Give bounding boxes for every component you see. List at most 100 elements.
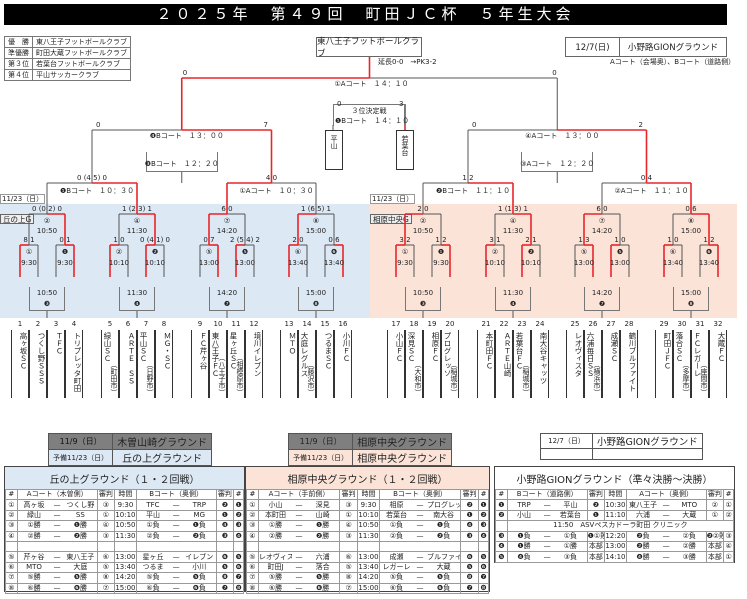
team-number: 11	[231, 320, 241, 328]
schedule-cell: ③	[96, 530, 116, 542]
team-number: 9	[197, 320, 203, 328]
team-name: プログレッソ	[443, 332, 452, 377]
schedule-header-cell: #	[478, 488, 489, 501]
schedule-cell: ⑥負	[379, 582, 414, 594]
schedule-header-cell: 時間	[114, 488, 137, 501]
schedule-cell: ❷	[460, 499, 480, 511]
schedule-cell: 15:00	[114, 582, 137, 594]
schedule-cell	[182, 540, 217, 553]
r1-match-time: 10:10	[520, 259, 542, 267]
team-cell: ＭＧ・ＳＣ	[155, 330, 173, 398]
r1-score: 1 2	[703, 236, 715, 244]
schedule-cell: —	[50, 551, 64, 563]
schedule-cell: ③負	[554, 551, 588, 563]
schedule-cell: 緑山	[17, 509, 51, 522]
third-place-title: ３位決定戦	[351, 107, 387, 115]
schedule-cell: TRP	[507, 499, 541, 511]
team-name: 小川ＦＣ	[342, 332, 351, 362]
team-number: 19	[427, 320, 437, 328]
team-city: （稲城市）	[450, 361, 458, 396]
schedule-cell: —	[169, 509, 183, 522]
schedule-cell: —	[540, 530, 554, 542]
schedule-cell: ❺	[233, 551, 244, 563]
team-cell: 若葉台ＦＣ（稲城市）	[513, 330, 531, 398]
qf-consolation-box	[145, 152, 218, 172]
team-number: 31	[695, 320, 705, 328]
r1-match-time: 10:10	[108, 259, 130, 267]
r1-score: 1 0	[667, 236, 679, 244]
schedule-cell: 本部	[586, 551, 606, 563]
schedule-cell: —	[50, 499, 64, 511]
schedule-cell: —	[413, 551, 427, 563]
r1-match-time: 13:40	[662, 259, 684, 267]
r1-score: 2 0	[292, 236, 304, 244]
schedule-cell: ②勝	[258, 530, 293, 542]
team-number: 22	[499, 320, 509, 328]
team-cell: 東八王子ＦＣ（八王子市）	[209, 330, 227, 398]
final-venue-ground: 小野路GIONグラウンド	[627, 43, 719, 53]
schedule-cell: ❹勝	[626, 551, 660, 563]
schedule-cell	[426, 540, 461, 553]
schedule-cell: ④	[246, 530, 259, 542]
schedule-cell: —	[413, 572, 427, 584]
team-city: （多摩市）	[682, 361, 690, 396]
schedule-cell: —	[540, 499, 554, 511]
qf-court-time: ❷Bコート １１：１０	[436, 187, 511, 195]
final-court-time: ①Aコート １４：１０	[334, 80, 409, 88]
schedule-cell: ブルファイト	[426, 551, 461, 563]
team-name: 境川イレブン	[253, 332, 262, 377]
schedule-cell: ③	[96, 499, 116, 511]
schedule-cell: ❷勝	[626, 540, 660, 553]
right-side-ground: 相原中央G	[370, 214, 412, 224]
schedule-cell: 高ヶ坂	[17, 499, 51, 511]
third-place-team: 平山	[325, 130, 343, 170]
schedule-cell: ⑧	[339, 572, 359, 584]
team-name: 星ヶ丘ＳＣ	[229, 332, 238, 370]
consolation-time: 11:30	[502, 289, 524, 297]
r1-score: 3 2	[399, 236, 411, 244]
schedule-cell: ⑤負	[379, 572, 414, 584]
r2-match-number: ⑧	[687, 217, 695, 225]
r1-match-time: 9:30	[57, 259, 73, 267]
schedule-cell: —	[413, 520, 427, 532]
schedule-header-cell: Bコート（奥側）	[378, 488, 462, 501]
schedule-cell: MG	[182, 509, 217, 522]
schedule-cell: ②	[246, 509, 259, 522]
schedule-cell: ④	[96, 520, 116, 532]
schedule-cell: ❶	[495, 499, 508, 511]
team-number: 28	[624, 320, 634, 328]
schedule-cell: 11:10	[604, 509, 627, 522]
schedule-cell: ❻	[460, 551, 480, 563]
schedule-cell: ❺負	[426, 572, 461, 584]
schedule-cell: ❶負	[182, 520, 217, 532]
schedule-cell: —	[50, 520, 64, 532]
team-cell: 南大谷キャッツ	[531, 330, 549, 398]
schedule-cell: ②勝	[672, 540, 707, 553]
schedule-cell: ⑤負	[136, 572, 170, 584]
team-cell: ＦＣレガーレ（座間市）	[691, 330, 709, 398]
semifinal-court-time: ④Aコート １３：００	[525, 132, 600, 140]
team-name: つくし野ＳＳＳ	[37, 332, 46, 385]
schedule-cell: 平山	[136, 509, 170, 522]
schedule-cell: MTO	[17, 561, 51, 574]
team-number: 1	[17, 320, 23, 328]
schedule-cell: ❷	[495, 509, 508, 522]
schedule-cell: —	[169, 582, 183, 594]
schedule-cell: ④	[723, 540, 734, 553]
schedule-cell: —	[413, 561, 427, 574]
schedule-cell: —	[50, 509, 64, 522]
team-cell: 本町田ＦＣ	[477, 330, 495, 398]
schedule-cell: 9:30	[357, 499, 380, 511]
consolation-box	[405, 287, 441, 311]
team-number: 26	[588, 320, 598, 328]
schedule-cell: —	[169, 520, 183, 532]
schedule-cell: 相原	[379, 499, 414, 511]
schedule-cell: レオヴィスタ	[258, 551, 293, 563]
